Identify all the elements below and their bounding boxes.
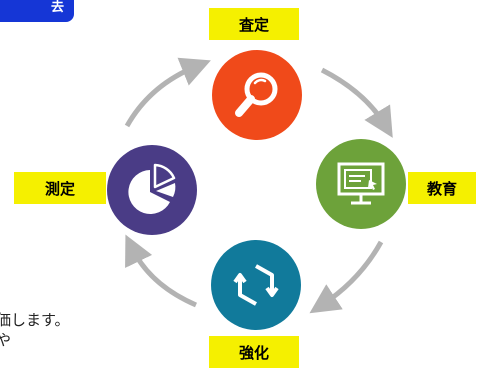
step-assess-label: 査定 [209, 8, 299, 40]
arrow-educate-to-reinforce [309, 240, 384, 314]
step-reinforce-label: 強化 [209, 336, 299, 368]
arrow-measure-to-assess [124, 57, 211, 128]
step-reinforce-circle [211, 240, 301, 330]
arrow-assess-to-educate [320, 67, 393, 138]
step-educate-label: 教育 [408, 172, 476, 204]
step-measure-label: 測定 [14, 172, 106, 204]
step-assess-circle [212, 50, 302, 140]
cycle-arrows-icon [233, 264, 279, 306]
arrow-reinforce-to-measure [125, 234, 197, 308]
side-text-line-2: や [0, 331, 12, 349]
step-measure-circle [107, 145, 197, 235]
monitor-presentation-icon [337, 162, 385, 205]
step-educate-circle [316, 139, 406, 229]
side-text-line-1: 価します。 [0, 311, 70, 329]
magnifying-glass-icon [235, 72, 278, 117]
corner-tab: 去 [0, 0, 74, 22]
pie-chart-icon [128, 163, 176, 214]
corner-tab-text: 去 [50, 0, 64, 15]
